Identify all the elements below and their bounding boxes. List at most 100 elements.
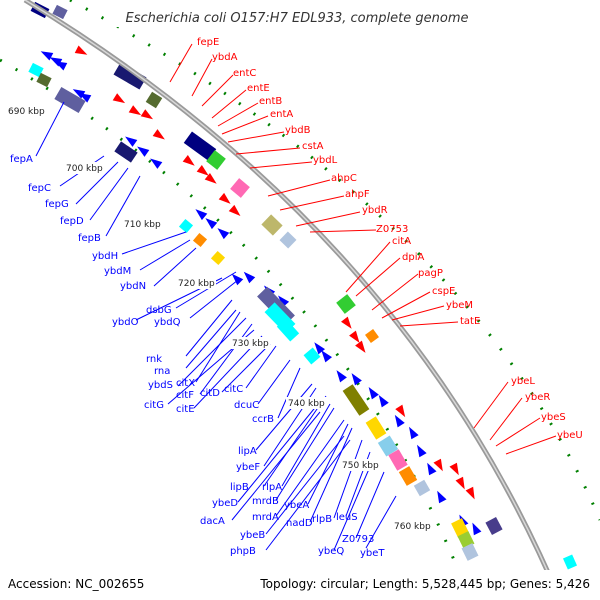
leader-line-reverse: [255, 383, 313, 451]
forward-gene-arrow: [196, 164, 209, 176]
reverse-gene-arrow: [217, 228, 230, 240]
gene-label-forward[interactable]: ahpC: [331, 173, 357, 184]
reverse-gene-arrow: [150, 158, 163, 169]
gene-label-forward[interactable]: entA: [270, 109, 293, 120]
leader-line-forward: [279, 195, 345, 211]
topology-label: Topology: circular; Length: 5,528,445 bp…: [259, 577, 590, 591]
gene-label-forward[interactable]: ybeS: [541, 412, 566, 423]
forward-gene-arrow: [218, 192, 231, 204]
gene-label-forward[interactable]: ybdR: [362, 205, 388, 216]
forward-gene-arrow: [182, 154, 195, 166]
gene-label-reverse[interactable]: ybdO: [112, 317, 139, 328]
gene-label-reverse[interactable]: ybeA: [284, 500, 309, 511]
kbp-tick-label: 750 kbp: [342, 461, 379, 471]
gene-label-reverse[interactable]: Z0793: [342, 534, 374, 545]
gene-label-forward[interactable]: ybdL: [313, 155, 338, 166]
gene-label-reverse[interactable]: citG: [144, 400, 164, 411]
leader-line-reverse: [355, 471, 385, 539]
gene-label-reverse[interactable]: fepG: [45, 199, 69, 210]
gene-label-reverse[interactable]: rlpB: [312, 514, 332, 525]
gene-label-reverse[interactable]: rlpA: [262, 482, 282, 493]
gene-label-reverse[interactable]: mrdB: [252, 496, 279, 507]
gene-label-forward[interactable]: entE: [247, 83, 270, 94]
gene-label-forward[interactable]: cspE: [432, 286, 455, 297]
cds-feature-block: [461, 543, 479, 561]
gene-label-reverse[interactable]: citX: [176, 378, 195, 389]
gene-label-reverse[interactable]: lipB: [230, 482, 249, 493]
gene-label-reverse[interactable]: rna: [154, 366, 170, 377]
gene-label-forward[interactable]: dpiA: [402, 252, 424, 263]
gene-label-reverse[interactable]: ybeQ: [318, 546, 344, 557]
gene-label-reverse[interactable]: dacA: [200, 516, 225, 527]
gene-label-forward[interactable]: fepE: [197, 37, 219, 48]
gene-label-reverse[interactable]: citC: [224, 384, 243, 395]
gene-label-reverse[interactable]: ybeB: [240, 530, 265, 541]
gene-label-forward[interactable]: entB: [259, 96, 282, 107]
leader-line-reverse: [281, 403, 331, 487]
gene-label-reverse[interactable]: ybdS: [148, 380, 173, 391]
gene-label-reverse[interactable]: mrdA: [252, 512, 279, 523]
gene-label-reverse[interactable]: lipA: [238, 446, 257, 457]
gene-label-forward[interactable]: pagP: [418, 268, 443, 279]
reverse-gene-arrow: [137, 146, 150, 157]
forward-gene-arrow: [140, 109, 154, 120]
gene-label-reverse[interactable]: ybdM: [104, 266, 131, 277]
reverse-gene-arrow: [368, 387, 379, 400]
gene-label-reverse[interactable]: leuS: [336, 512, 358, 523]
gene-label-reverse[interactable]: phpB: [230, 546, 256, 557]
gene-label-forward[interactable]: ybeM: [446, 300, 473, 311]
gene-label-reverse[interactable]: ybdH: [92, 251, 118, 262]
map-title: Escherichia coli O157:H7 EDL933, complet…: [126, 11, 469, 26]
gene-label-reverse[interactable]: ccrB: [252, 414, 274, 425]
gene-label-forward[interactable]: ybeR: [525, 392, 550, 403]
reverse-gene-arrow: [314, 342, 326, 355]
cds-feature-block: [261, 214, 283, 236]
forward-gene-arrow: [395, 404, 406, 418]
leader-line-forward: [505, 435, 557, 455]
gene-label-forward[interactable]: ahpF: [345, 189, 370, 200]
leader-line-forward: [473, 381, 509, 429]
gene-label-forward[interactable]: cstA: [302, 141, 324, 152]
gene-label-forward[interactable]: ybeU: [557, 430, 583, 441]
leader-line-reverse: [75, 161, 119, 205]
reverse-gene-arrow: [78, 93, 92, 103]
leader-line-forward: [381, 291, 431, 319]
cds-feature-block: [28, 62, 44, 78]
forward-gene-arrow: [449, 462, 459, 476]
gene-label-reverse[interactable]: fepA: [10, 154, 33, 165]
forward-gene-arrow: [128, 105, 142, 116]
gene-label-forward[interactable]: ybeL: [511, 376, 535, 387]
gene-label-reverse[interactable]: fepD: [60, 216, 84, 227]
gene-label-reverse[interactable]: citE: [176, 404, 195, 415]
gene-label-forward[interactable]: ybdA: [212, 52, 238, 63]
leader-line-reverse: [89, 167, 129, 221]
gene-label-forward[interactable]: citA: [392, 236, 411, 247]
gene-label-reverse[interactable]: citD: [200, 388, 220, 399]
gene-label-reverse[interactable]: rnk: [146, 354, 162, 365]
gene-label-forward[interactable]: tatE: [460, 316, 480, 327]
kbp-label-background: [230, 337, 270, 349]
gene-label-forward[interactable]: entC: [233, 68, 256, 79]
reverse-gene-arrow: [54, 61, 68, 71]
gene-label-reverse[interactable]: ybeD: [212, 498, 238, 509]
gene-label-reverse[interactable]: fepB: [78, 233, 101, 244]
gene-label-forward[interactable]: Z0753: [376, 224, 408, 235]
gene-label-reverse[interactable]: dsbG: [146, 305, 172, 316]
gene-label-reverse[interactable]: ybdN: [120, 281, 146, 292]
cds-feature-block: [451, 518, 469, 538]
gene-label-reverse[interactable]: ybdQ: [154, 317, 181, 328]
gene-label-forward[interactable]: ybdB: [285, 125, 311, 136]
leader-line-forward: [295, 211, 361, 227]
cds-feature-block: [342, 384, 370, 416]
gene-label-reverse[interactable]: ybeF: [236, 462, 260, 473]
gene-label-reverse[interactable]: dcuC: [234, 400, 259, 411]
gene-label-reverse[interactable]: nadD: [286, 518, 313, 529]
gene-label-reverse[interactable]: citF: [176, 390, 194, 401]
reverse-gene-arrow: [243, 271, 256, 284]
leader-line-reverse: [195, 311, 241, 383]
reverse-gene-arrow: [40, 51, 54, 61]
reverse-gene-arrow: [394, 414, 405, 428]
gene-label-reverse[interactable]: ybeT: [360, 548, 385, 559]
gene-label-reverse[interactable]: fepC: [28, 183, 51, 194]
leader-line-reverse: [275, 419, 345, 517]
